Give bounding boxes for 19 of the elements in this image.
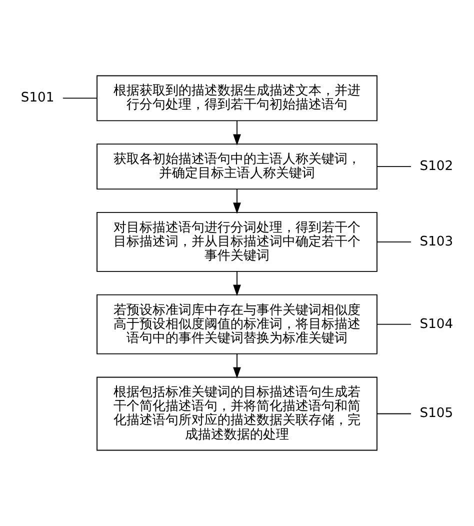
arrow	[233, 120, 241, 146]
node-box: 对目标描述语句进行分词处理，得到若干个目标描述词，并从目标描述词中确定若干个事件关键词	[96, 212, 378, 272]
arrow	[233, 188, 241, 214]
node-box: 根据包括标准关键词的目标描述语句生成若干个简化描述语句，并将简化描述语句和简化描述语句所对应的描述数据关联存储，完成描述数据的处理	[96, 376, 378, 451]
arrow	[233, 271, 241, 296]
connector	[376, 241, 412, 242]
node-text: S103	[420, 234, 454, 250]
node-text: S105	[420, 406, 454, 422]
connector	[376, 413, 412, 414]
node-box: 根据获取到的描述数据生成描述文本，并进行分句处理，得到若干句初始描述语句	[96, 75, 378, 122]
arrow	[233, 353, 241, 378]
connector	[376, 324, 412, 325]
node-text: S101	[20, 90, 54, 106]
node-text: S104	[420, 316, 454, 332]
connector	[376, 166, 412, 168]
node-text: S102	[420, 159, 454, 174]
connector	[62, 98, 98, 99]
node-box: 获取各初始描述语句中的主语人称关键词，并确定目标主语人称关键词	[96, 144, 378, 190]
node-box: 若预设标准词库中存在与事件关键词相似度高于预设相似度阈值的标准词，将目标描述语句中的事件关键词替换为标准关键词	[96, 294, 378, 354]
